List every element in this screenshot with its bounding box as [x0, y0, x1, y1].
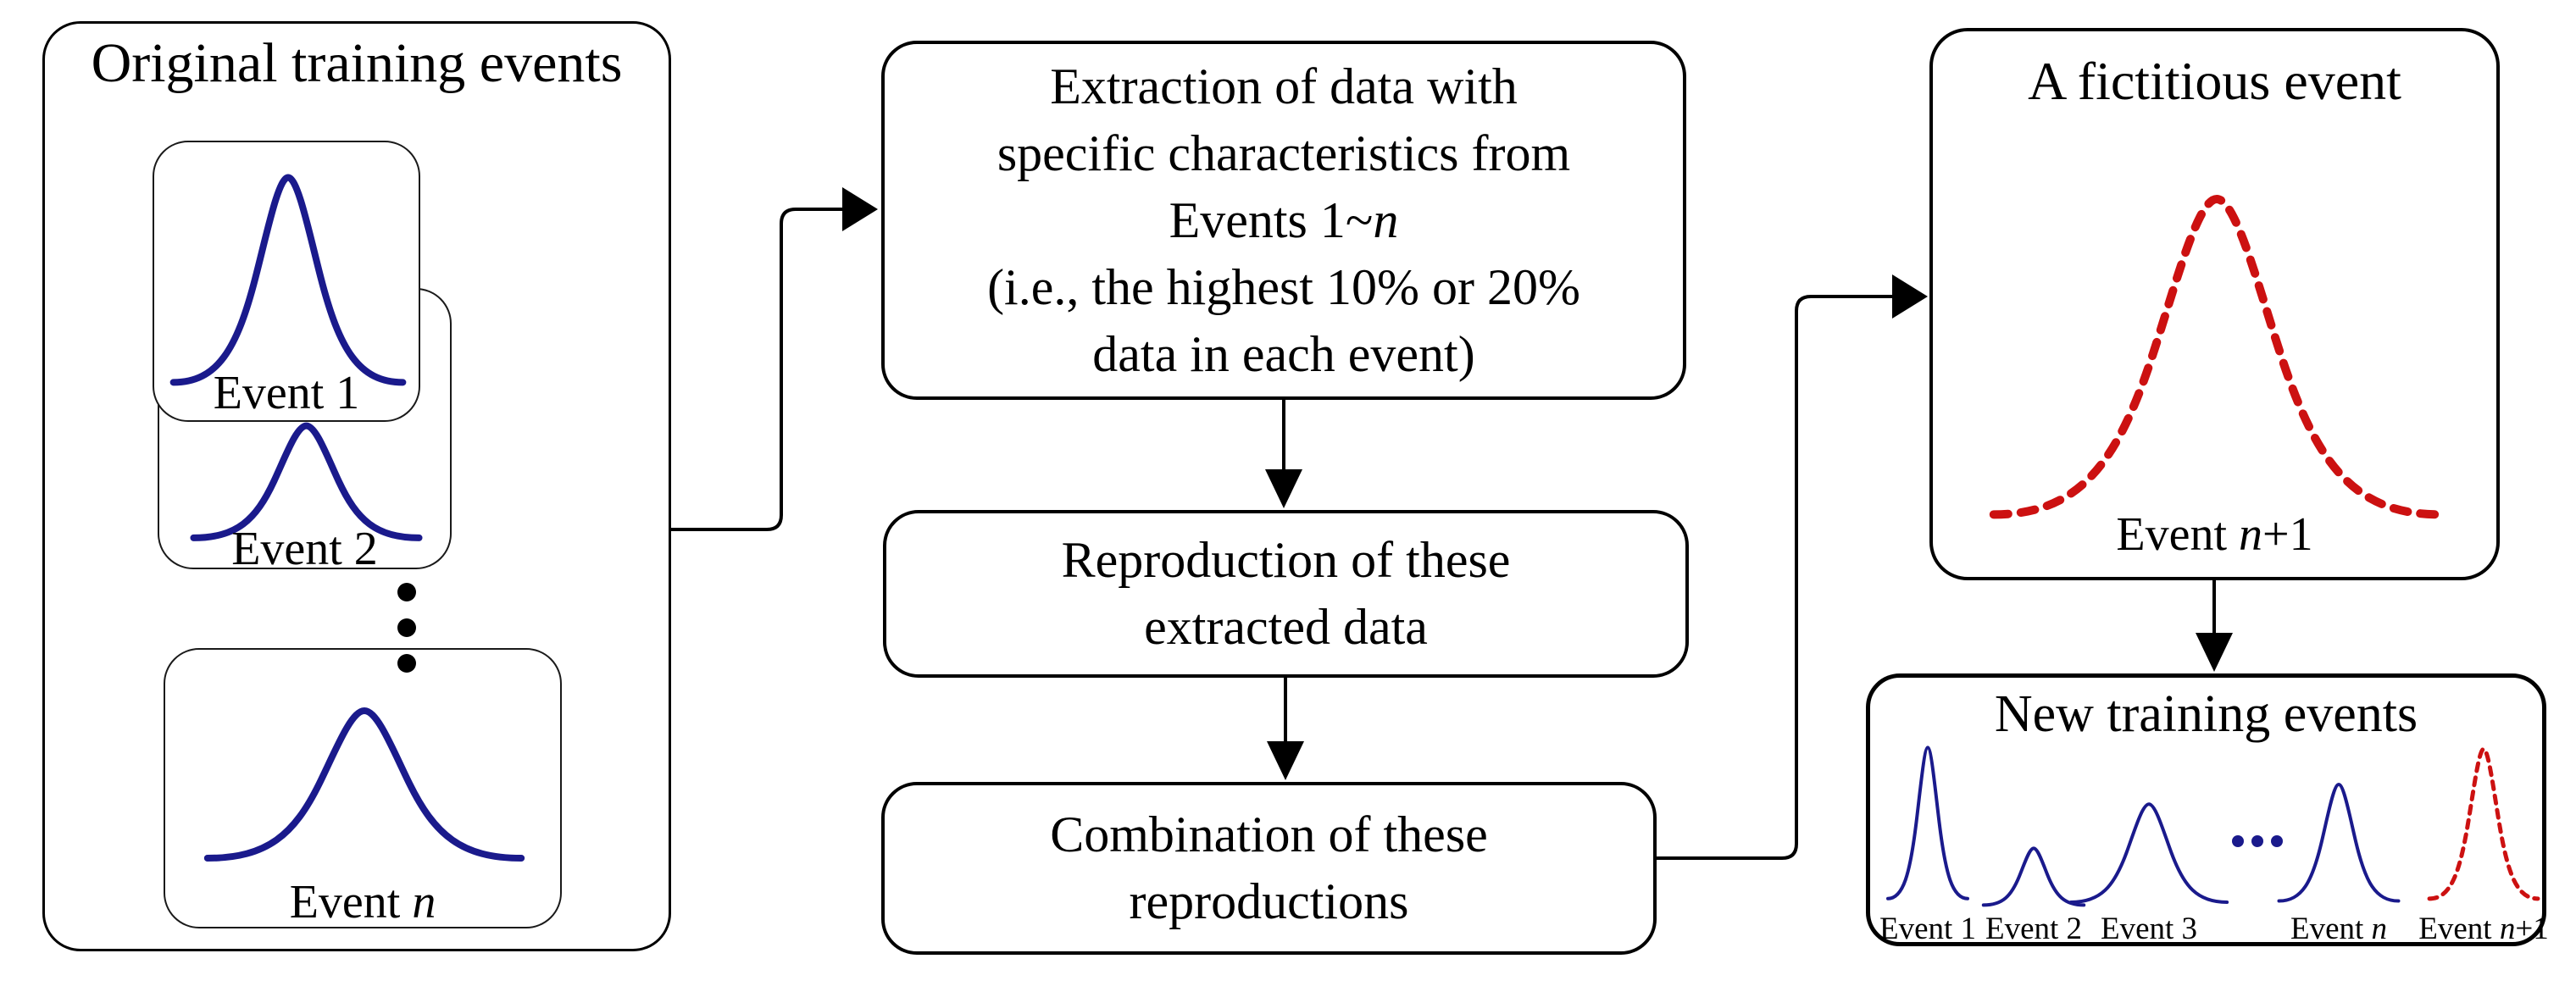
new-event-1-label: Event 1: [1879, 912, 1977, 946]
dot: [397, 654, 416, 673]
fictitious-event-dashed-curve: [1979, 174, 2454, 536]
combination-text-line2: reproductions: [1129, 873, 1409, 929]
arrow-right-icon: [842, 187, 878, 231]
new-event-n-curve: [2275, 775, 2402, 909]
arrow-right-icon: [1892, 274, 1928, 319]
new-event-2-label: Event 2: [1985, 912, 2083, 946]
original-training-events-box: Original training events Event 2 Event 1: [42, 21, 671, 951]
connector-left-to-extraction: [671, 208, 842, 531]
new-event-n-label: Event n: [2290, 912, 2388, 946]
horizontal-ellipsis-icon: [2232, 835, 2283, 847]
arrow-down-icon: [1265, 469, 1302, 508]
new-training-events-box: New training events Event 1 Event 2 Even…: [1866, 673, 2549, 946]
reproduction-text-line1: Reproduction of these: [1061, 532, 1511, 588]
new-event-3-label: Event 3: [2100, 912, 2198, 946]
arrow-down-icon: [1267, 741, 1304, 780]
extraction-text-line4: (i.e., the highest 10% or 20%: [987, 258, 1580, 315]
original-training-events-title: Original training events: [91, 32, 623, 94]
event-n-bell-curve: [197, 699, 531, 868]
arrow-down-icon: [2196, 633, 2233, 672]
extraction-text-line5: data in each event): [1092, 325, 1475, 382]
new-training-events-title: New training events: [1994, 685, 2418, 743]
combination-text-line1: Combination of these: [1050, 806, 1488, 862]
dot: [397, 618, 416, 637]
extraction-text-line3: Events 1~n: [1169, 191, 1399, 248]
combination-box: Combination of these reproductions: [881, 782, 1657, 955]
dot: [397, 583, 416, 601]
new-event-2-curve: [1980, 844, 2087, 909]
new-event-n1-label: Event n+1: [2418, 912, 2549, 946]
fictitious-event-title: A fictitious event: [2028, 51, 2401, 111]
vertical-ellipsis-icon: [397, 583, 416, 673]
event-1-card: Event 1: [153, 141, 420, 422]
new-event-3-curve: [2066, 796, 2232, 909]
dot: [2232, 835, 2244, 847]
extraction-box: Extraction of data with specific charact…: [881, 41, 1686, 400]
fictitious-event-box: A fictitious event Event n+1: [1929, 28, 2500, 580]
dot: [2251, 835, 2263, 847]
reproduction-text-line2: extracted data: [1144, 599, 1428, 655]
new-event-1-curve: [1885, 735, 1970, 909]
event-n-card: Event n: [164, 648, 562, 928]
extraction-text-line1: Extraction of data with: [1050, 58, 1518, 114]
event-1-label: Event 1: [213, 367, 360, 419]
dot: [2271, 835, 2283, 847]
event-1-bell-curve: [166, 161, 410, 396]
new-event-n1-dashed-curve: [2426, 737, 2541, 909]
event-2-bell-curve: [186, 417, 426, 546]
extraction-text-line2: specific characteristics from: [997, 125, 1571, 181]
event-n-label: Event n: [289, 876, 436, 928]
event-2-label: Event 2: [231, 523, 378, 575]
connector-combination-to-fictitious: [1657, 295, 1892, 860]
reproduction-box: Reproduction of these extracted data: [883, 510, 1689, 678]
fictitious-event-label: Event n+1: [2116, 508, 2313, 561]
